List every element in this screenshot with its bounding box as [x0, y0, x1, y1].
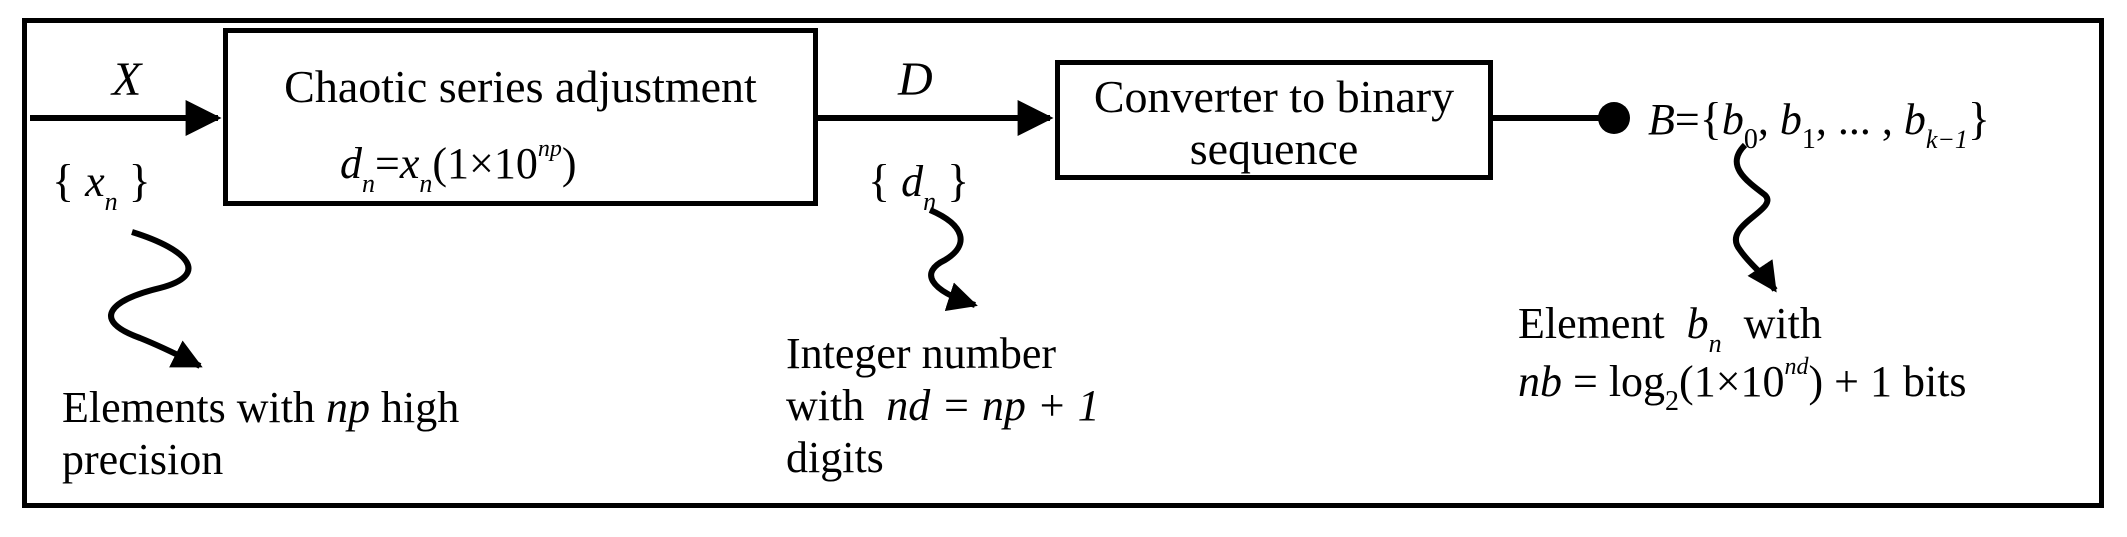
output-terminal-dot [1598, 102, 1630, 134]
diagram-frame [22, 18, 2104, 508]
adjustment-formula: dn=xn(1×10np) [340, 136, 577, 198]
chaotic-adjustment-block [223, 28, 818, 206]
mid-note-pointer [928, 207, 978, 312]
input-note-pointer [108, 229, 203, 369]
mid-note: Integer number with nd = np + 1 digits [786, 329, 1100, 482]
mid-sequence-label: { dn } [868, 155, 970, 216]
input-sequence-label: { xn } [52, 155, 151, 216]
output-note: Element bn with nb = log2(1×10nd) + 1 bi… [1518, 299, 1967, 417]
input-note: Elements with np high precision [62, 383, 460, 484]
input-signal-symbol: X [112, 53, 142, 106]
output-set-label: B={b0, b1, ... , bk−1} [1648, 93, 1990, 155]
binary-converter-block [1055, 60, 1493, 180]
output-note-pointer [1733, 142, 1778, 293]
chaotic-adjustment-title: Chaotic series adjustment [284, 61, 757, 112]
mid-signal-symbol: D [898, 53, 933, 106]
converter-title-line1: Converter to binary [1093, 71, 1455, 122]
converter-title-line2: sequence [1189, 123, 1359, 174]
